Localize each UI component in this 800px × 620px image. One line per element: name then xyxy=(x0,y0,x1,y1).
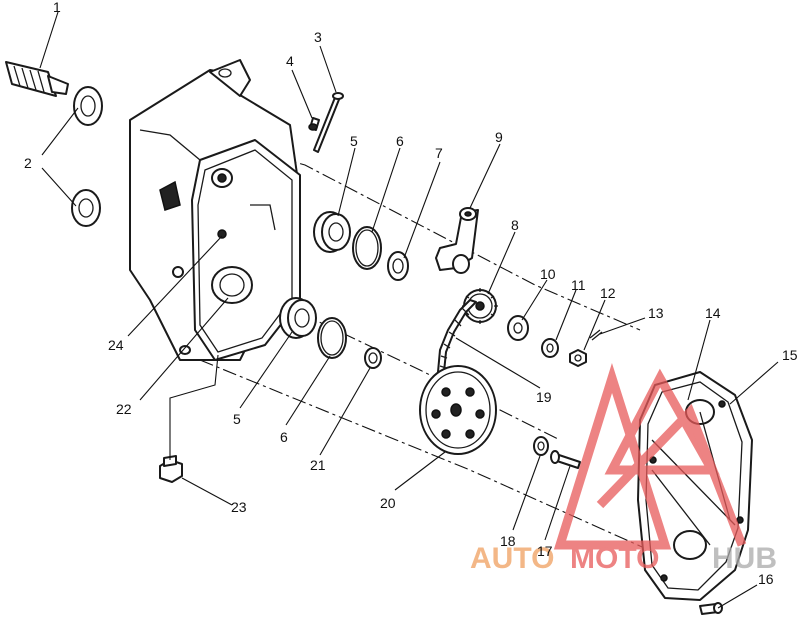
upper-sprocket xyxy=(462,288,498,324)
callout-18: 18 xyxy=(500,533,516,549)
nut-12 xyxy=(569,349,587,367)
callout-20: 20 xyxy=(380,495,396,511)
washer-10 xyxy=(507,315,529,341)
callout-24: 24 xyxy=(108,337,124,353)
callout-11: 11 xyxy=(571,277,586,293)
bearing-upper xyxy=(313,211,351,253)
callout-14: 14 xyxy=(705,305,721,321)
callout-labels: 1 2 3 4 5 6 7 9 8 10 11 12 13 14 15 24 2… xyxy=(24,0,798,587)
callout-3: 3 xyxy=(314,29,322,45)
watermark-text-auto: AUTO xyxy=(470,542,554,575)
short-screw xyxy=(308,117,320,131)
callout-2: 2 xyxy=(24,155,32,171)
callout-21: 21 xyxy=(310,457,326,473)
callout-6-lower: 6 xyxy=(280,429,288,445)
seal-upper xyxy=(73,86,103,126)
long-bolt xyxy=(313,92,344,153)
callout-15: 15 xyxy=(782,347,798,363)
driven-gear xyxy=(419,365,497,455)
callout-4: 4 xyxy=(286,53,294,69)
callout-5-lower: 5 xyxy=(233,411,241,427)
callout-10: 10 xyxy=(540,266,556,282)
washer-upper xyxy=(387,251,409,281)
seal-lower xyxy=(71,189,101,227)
bolt-17 xyxy=(550,450,581,469)
o-ring-upper xyxy=(352,226,382,270)
tensioner-arm xyxy=(435,207,479,274)
callout-17: 17 xyxy=(537,543,553,559)
callout-13: 13 xyxy=(648,305,664,321)
washer-11 xyxy=(541,338,559,358)
chaincase-housing xyxy=(129,59,301,361)
callout-6-upper: 6 xyxy=(396,133,404,149)
callout-19: 19 xyxy=(536,389,552,405)
bearing-lower xyxy=(279,297,317,339)
splined-shaft xyxy=(5,61,69,97)
callout-22: 22 xyxy=(116,401,132,417)
washer-18 xyxy=(533,436,549,456)
screw-16 xyxy=(699,602,723,615)
watermark-text-hub: HUB xyxy=(712,542,777,575)
callout-5-upper: 5 xyxy=(350,133,358,149)
drain-plug xyxy=(159,455,183,483)
watermark-logo: AUTO MOTO HUB xyxy=(470,362,777,575)
callout-1: 1 xyxy=(53,0,61,15)
washer-21 xyxy=(364,347,382,369)
callout-12: 12 xyxy=(600,285,616,301)
callout-23: 23 xyxy=(231,499,247,515)
o-ring-lower xyxy=(317,317,347,359)
callout-8: 8 xyxy=(511,217,519,233)
leader-lines xyxy=(39,11,779,609)
gasket-leader xyxy=(169,354,219,460)
callout-16: 16 xyxy=(758,571,774,587)
watermark-text-moto: MOTO xyxy=(570,542,659,575)
callout-9: 9 xyxy=(495,129,503,145)
callout-7: 7 xyxy=(435,145,443,161)
